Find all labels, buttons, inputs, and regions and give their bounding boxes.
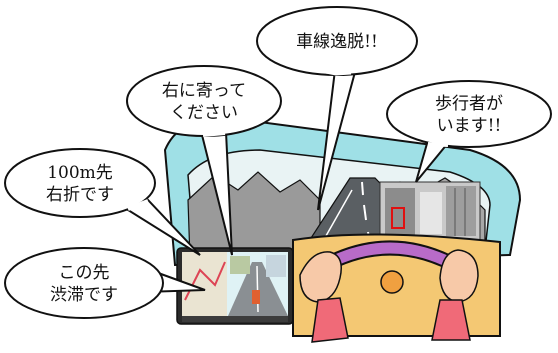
hand-icon [299, 249, 479, 343]
turn-right-line1: 100m先 [47, 163, 113, 183]
keep-right-line2: ください [170, 103, 238, 123]
bubble-lane-departure [256, 6, 418, 211]
bubble-traffic-jam-text: この先 渋滞です [24, 262, 144, 306]
camera-image-icon [379, 181, 481, 241]
keep-right-line1: 右に寄って [161, 81, 247, 101]
traffic-jam-line2: 渋滞です [50, 285, 118, 305]
traffic-jam-line1: この先 [58, 263, 110, 283]
bubble-turn-right [4, 148, 201, 256]
bubble-keep-right-text: 右に寄って ください [144, 80, 264, 124]
bubble-pedestrian-text: 歩行者が います!! [409, 93, 529, 137]
bubble-pedestrian [386, 80, 552, 183]
pedestrian-line2: います!! [436, 116, 502, 136]
turn-right-line2: 右折です [46, 185, 114, 205]
bubble-turn-right-text: 100m先 右折です [20, 162, 140, 206]
bubble-keep-right [126, 65, 282, 256]
bubble-traffic-jam [4, 247, 206, 319]
bubble-lane-departure-text: 車線逸脱!! [277, 31, 397, 53]
lane-departure-line1: 車線逸脱!! [296, 32, 378, 52]
pedestrian-line1: 歩行者が [435, 94, 503, 114]
